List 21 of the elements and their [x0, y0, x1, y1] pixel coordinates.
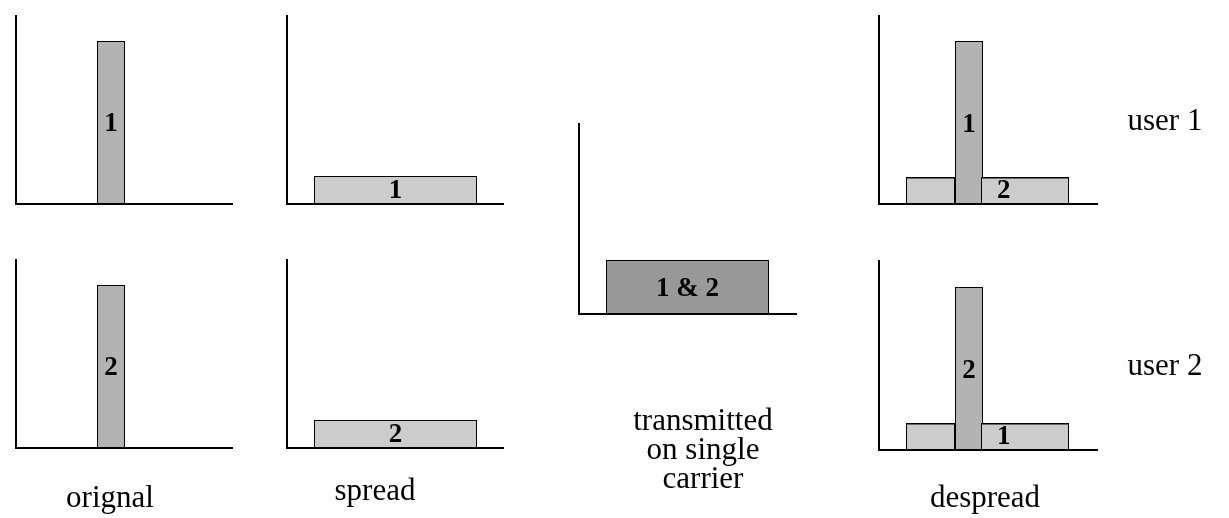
bar-number: 1 — [962, 109, 976, 137]
row-label: user 1 — [1126, 105, 1204, 134]
spectrum-bar — [955, 41, 983, 177]
spectrum-bar — [97, 41, 125, 204]
spectrum-bar — [314, 176, 477, 204]
bar-number: 1 — [997, 422, 1011, 449]
bar-number: 2 — [388, 420, 403, 447]
bar-number: 1 — [104, 109, 118, 136]
spectrum-bar — [314, 420, 477, 448]
spectrum-bar — [606, 260, 769, 314]
bar-number: 2 — [962, 355, 976, 383]
column-label: transmitted on single carrier — [632, 405, 774, 492]
bar-number: 1 — [388, 176, 403, 203]
row-label: user 2 — [1126, 350, 1204, 379]
spectrum-bar — [906, 423, 1069, 450]
spectrum-bar — [97, 285, 125, 448]
spectrum-bar — [955, 287, 983, 423]
bar-number: 2 — [104, 353, 118, 380]
bar-number: 1 & 2 — [656, 273, 719, 301]
bar-number: 2 — [997, 176, 1011, 203]
spectrum-bar — [906, 177, 1069, 204]
